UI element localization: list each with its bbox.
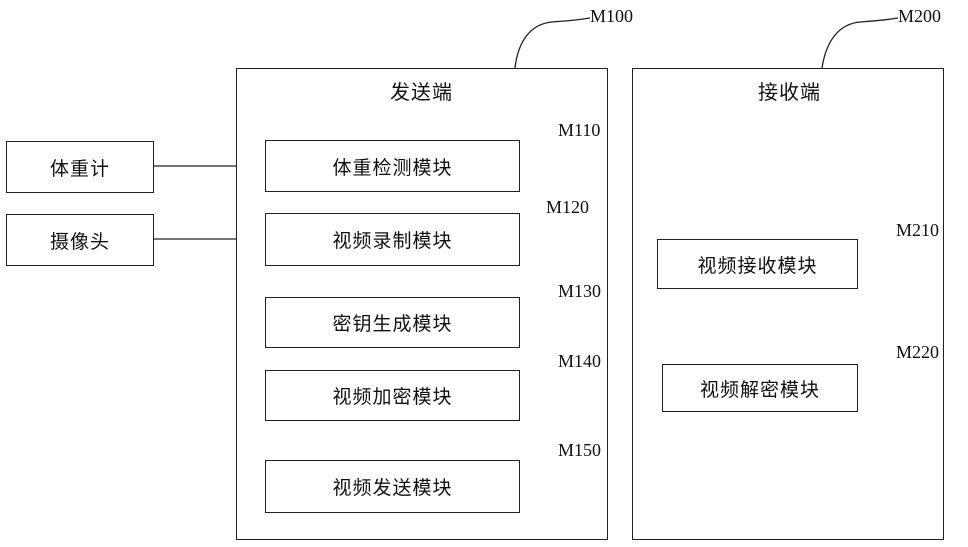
m120-ref-label: M120 [546, 197, 589, 218]
key-generation-module: 密钥生成模块 [265, 297, 520, 348]
scale-device-label: 体重计 [50, 154, 110, 181]
m140-ref-label: M140 [558, 351, 601, 372]
video-record-module: 视频录制模块 [265, 213, 520, 266]
scale-device-box: 体重计 [6, 141, 154, 193]
video-receive-module-label: 视频接收模块 [697, 251, 817, 278]
camera-device-box: 摄像头 [6, 214, 154, 266]
receiver-ref-leader [822, 18, 898, 68]
m210-ref-label: M210 [896, 220, 939, 241]
sender-title: 发送端 [390, 76, 453, 105]
receiver-container [632, 68, 944, 540]
camera-device-label: 摄像头 [50, 227, 110, 254]
video-send-module-label: 视频发送模块 [332, 473, 452, 500]
m150-ref-label: M150 [558, 440, 601, 461]
weight-detection-module-label: 体重检测模块 [332, 153, 452, 180]
m220-ref-label: M220 [896, 342, 939, 363]
weight-detection-module: 体重检测模块 [265, 140, 520, 192]
sender-ref-label: M100 [590, 6, 633, 27]
receiver-ref-label: M200 [898, 6, 941, 27]
video-encryption-module-label: 视频加密模块 [332, 382, 452, 409]
receiver-title: 接收端 [758, 76, 821, 105]
video-receive-module: 视频接收模块 [657, 239, 858, 289]
m130-ref-label: M130 [558, 281, 601, 302]
key-generation-module-label: 密钥生成模块 [332, 309, 452, 336]
video-decryption-module-label: 视频解密模块 [700, 375, 820, 402]
video-record-module-label: 视频录制模块 [332, 226, 452, 253]
video-send-module: 视频发送模块 [265, 460, 520, 513]
sender-ref-leader [515, 18, 590, 68]
video-decryption-module: 视频解密模块 [662, 364, 858, 412]
m110-ref-label: M110 [558, 120, 600, 141]
video-encryption-module: 视频加密模块 [265, 370, 520, 421]
